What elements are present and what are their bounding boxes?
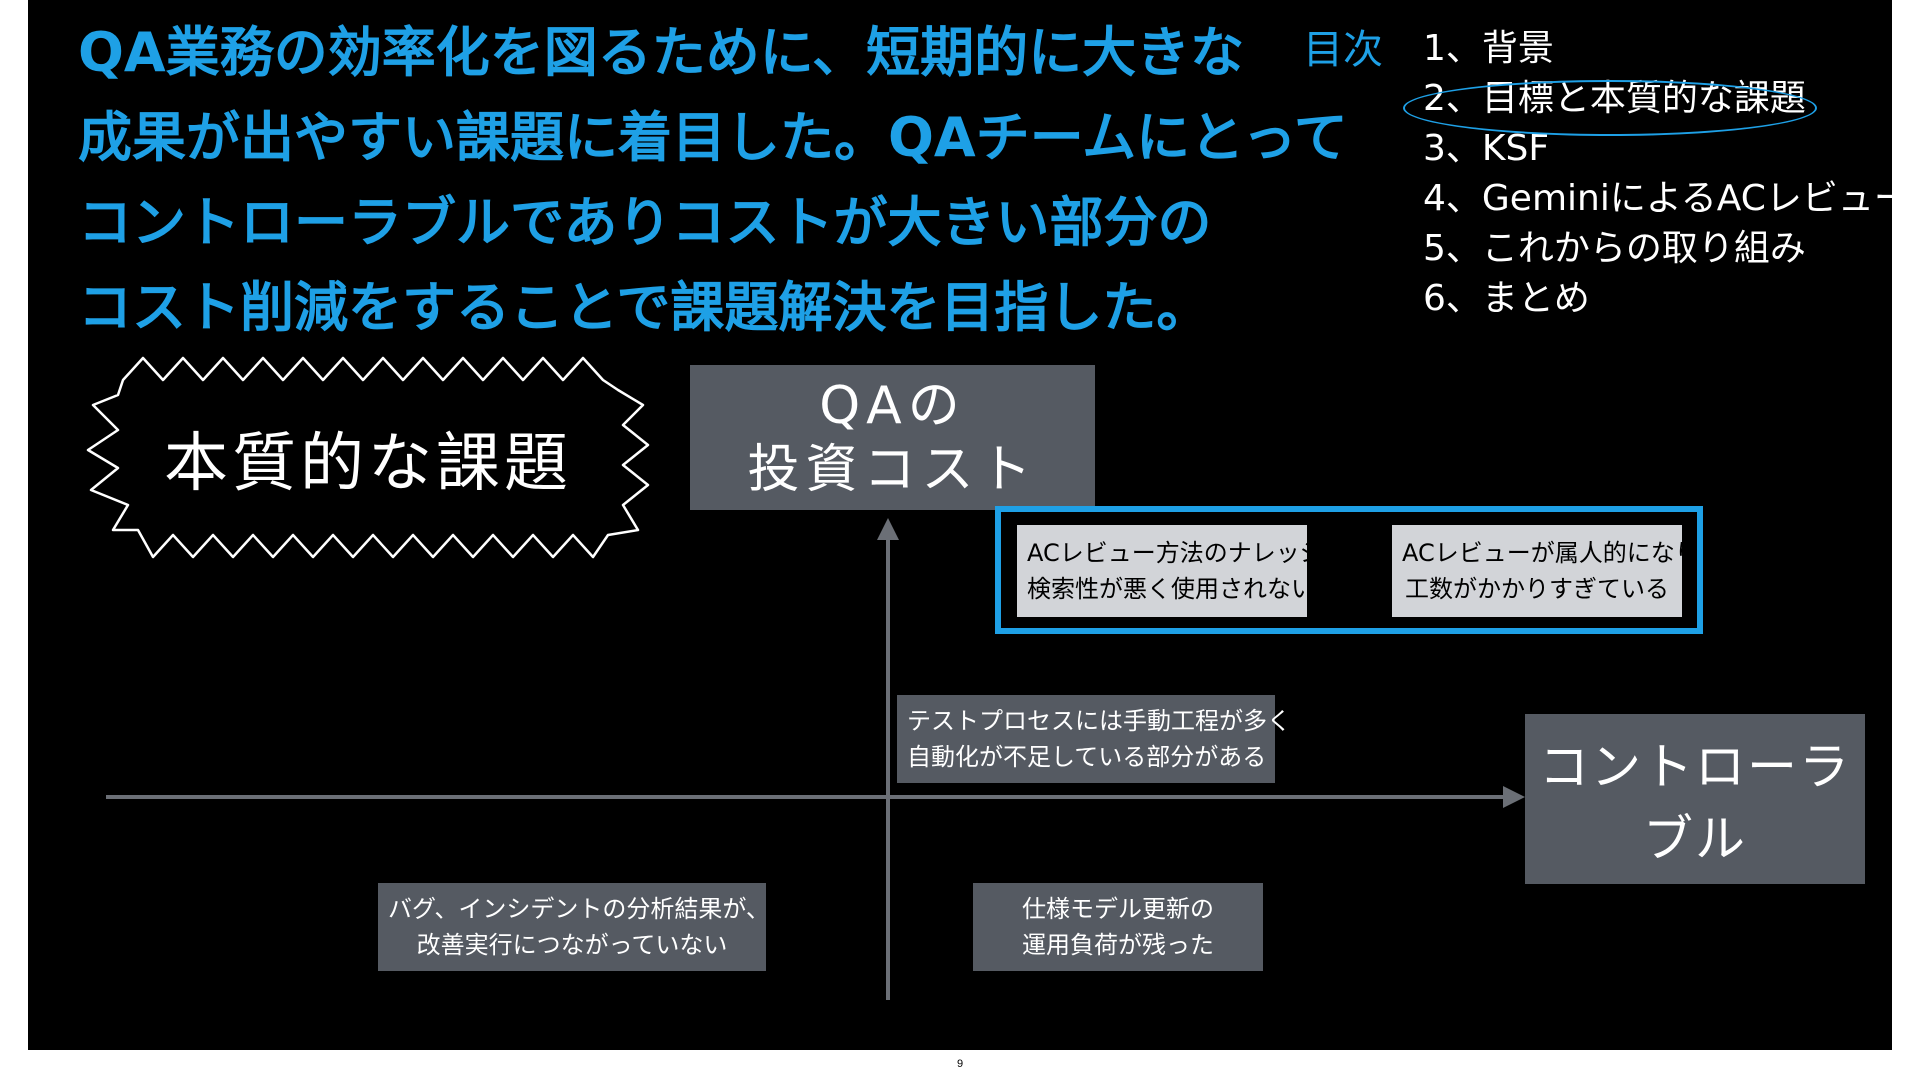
y-axis-label-line-2: 投資コスト: [747, 438, 1037, 502]
card-line: 改善実行につながっていない: [388, 927, 756, 963]
card-line: 自動化が不足している部分がある: [907, 739, 1265, 775]
card-line: 工数がかかりすぎている: [1402, 571, 1672, 607]
card-line: 仕様モデル更新の: [983, 891, 1253, 927]
slide: QA業務の効率化を図るために、短期的に大きな 成果が出やすい課題に着目した。QA…: [28, 0, 1892, 1050]
card-line: 検索性が悪く使用されない: [1027, 571, 1297, 607]
y-axis-arrowhead: [877, 518, 899, 540]
issue-card-spec-model-update: 仕様モデル更新の 運用負荷が残った: [973, 883, 1263, 971]
card-line: 運用負荷が残った: [983, 927, 1253, 963]
card-line: バグ、インシデントの分析結果が、: [388, 891, 756, 927]
card-line: ACレビューが属人的になり: [1402, 535, 1672, 571]
issue-card-manual-test-process: テストプロセスには手動工程が多く 自動化が不足している部分がある: [897, 695, 1275, 783]
issue-card-ac-knowledge: ACレビュー方法のナレッジの 検索性が悪く使用されない: [1017, 525, 1307, 617]
y-axis-label-line-1: QAの: [747, 374, 1037, 438]
issue-card-bug-analysis: バグ、インシデントの分析結果が、 改善実行につながっていない: [378, 883, 766, 971]
x-axis-label: コントローラブル: [1525, 714, 1865, 884]
card-line: テストプロセスには手動工程が多く: [907, 703, 1265, 739]
issue-card-ac-review-effort: ACレビューが属人的になり 工数がかかりすぎている: [1392, 525, 1682, 617]
x-axis-arrowhead: [1503, 786, 1525, 808]
y-axis-label: QAの 投資コスト: [690, 365, 1095, 510]
page-number: 9: [0, 1058, 1920, 1070]
card-line: ACレビュー方法のナレッジの: [1027, 535, 1297, 571]
